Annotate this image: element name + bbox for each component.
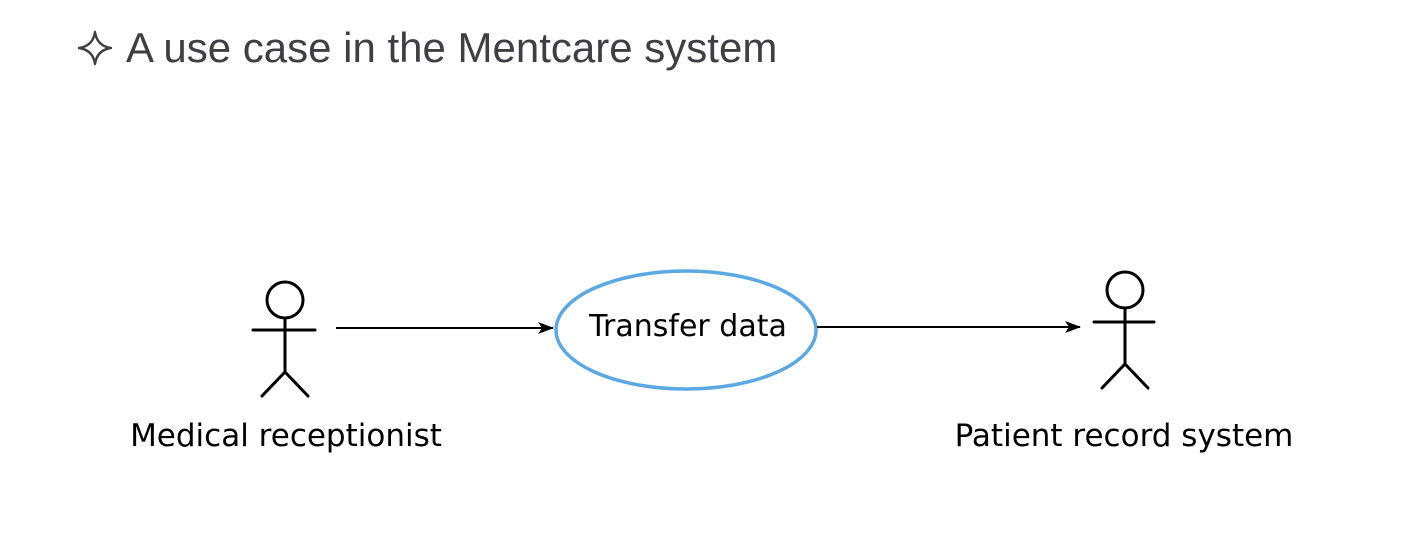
use-case-transfer-data: Transfer data bbox=[554, 269, 818, 391]
actor-label: Medical receptionist bbox=[130, 418, 442, 454]
slide-title: A use case in the Mentcare system bbox=[76, 22, 777, 74]
stick-figure-icon bbox=[1092, 270, 1156, 390]
stick-figure-icon bbox=[251, 280, 317, 398]
slide-title-text: A use case in the Mentcare system bbox=[126, 24, 778, 71]
actor-patient-record-system: Patient record system bbox=[955, 270, 1294, 454]
four-point-star-icon bbox=[77, 30, 113, 66]
use-case-label: Transfer data bbox=[588, 309, 787, 344]
actor-label: Patient record system bbox=[955, 418, 1294, 454]
actor-medical-receptionist: Medical receptionist bbox=[130, 280, 442, 454]
use-case-ellipse bbox=[554, 269, 818, 391]
